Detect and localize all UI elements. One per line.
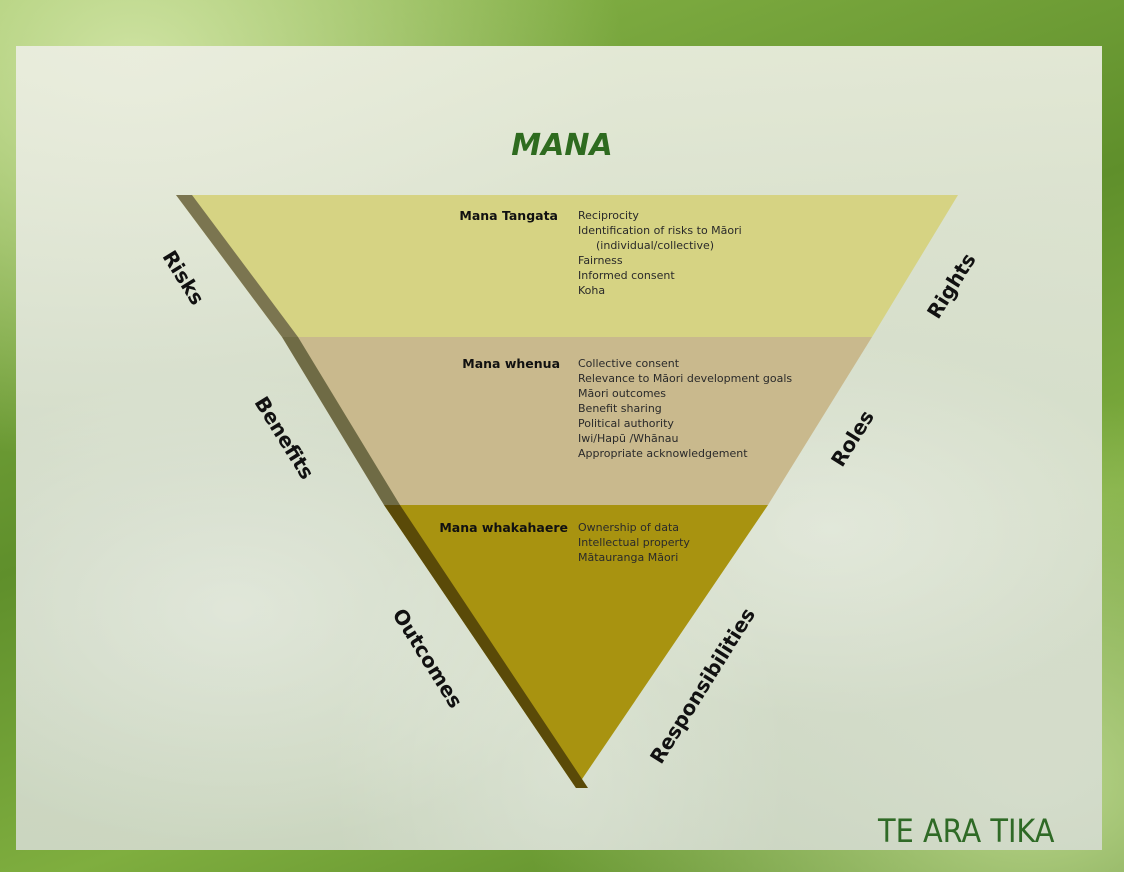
section-title-mana-whenua: Mana whenua — [462, 356, 560, 371]
list-item: Iwi/Hapū /Whānau — [578, 432, 679, 445]
list-item: Koha — [578, 284, 606, 297]
list-item: Fairness — [578, 254, 623, 267]
list-item: Collective consent — [578, 357, 680, 370]
list-item: Informed consent — [578, 269, 675, 282]
list-item: Reciprocity — [578, 209, 639, 222]
te-ara-tika-logo-text: TE ARA TIKA — [878, 812, 1055, 850]
list-item: Relevance to Māori development goals — [578, 372, 793, 385]
section-title-mana-whakahaere: Mana whakahaere — [439, 520, 568, 535]
section-list-mana-whakahaere: Ownership of data Intellectual property … — [578, 520, 690, 565]
section-list-mana-tangata: Reciprocity Identification of risks to M… — [578, 208, 742, 298]
list-item: Political authority — [578, 417, 674, 430]
list-item: Appropriate acknowledgement — [578, 447, 748, 460]
list-item: Intellectual property — [578, 536, 690, 549]
list-item: Identification of risks to Māori — [578, 224, 742, 237]
list-item: Ownership of data — [578, 521, 680, 534]
band-mana-whenua — [282, 337, 872, 505]
list-item: Benefit sharing — [578, 402, 662, 415]
list-item: Mātauranga Māori — [578, 551, 679, 564]
list-item: (individual/collective) — [596, 239, 715, 252]
edge-shade-bottom — [384, 505, 588, 788]
diagram-title: MANA — [511, 128, 613, 163]
section-title-mana-tangata: Mana Tangata — [459, 208, 558, 223]
section-list-mana-whenua: Collective consent Relevance to Māori de… — [578, 356, 792, 461]
band-mana-whakahaere — [384, 505, 768, 788]
edge-shade-middle — [282, 337, 400, 505]
list-item: Māori outcomes — [578, 387, 667, 400]
band-mana-tangata — [176, 195, 958, 337]
edge-shade-top — [176, 195, 298, 337]
